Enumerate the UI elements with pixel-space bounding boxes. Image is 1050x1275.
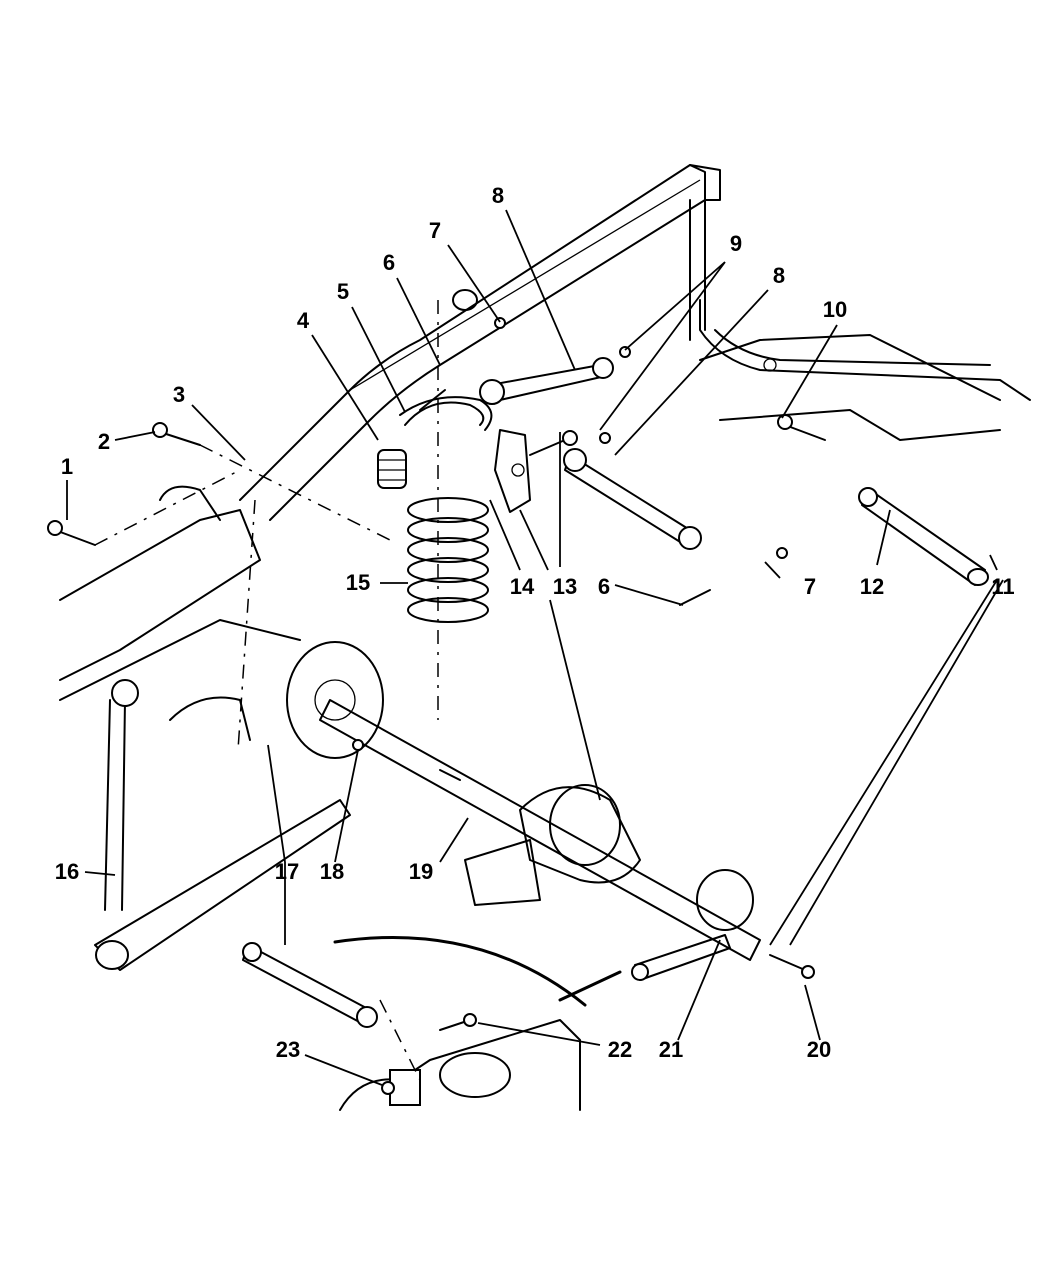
callout-23: 23 [275, 1037, 301, 1062]
spring-isolator [399, 396, 493, 431]
callout-3: 3 [172, 382, 186, 407]
callout-13: 13 [552, 574, 578, 599]
assembly-line-3 [237, 499, 256, 751]
assembly-line-2 [199, 444, 391, 541]
assembly-line-4 [379, 999, 421, 1081]
callout-21: 21 [658, 1037, 684, 1062]
callout-9: 9 [729, 231, 743, 256]
callout-22: 22 [607, 1037, 633, 1062]
bolts [47, 317, 826, 1031]
callout-6-lower: 6 [597, 574, 611, 599]
callout-17: 17 [274, 859, 300, 884]
callout-20: 20 [806, 1037, 832, 1062]
callout-1: 1 [60, 454, 74, 479]
reference-line [558, 970, 622, 1002]
callout-2: 2 [97, 429, 111, 454]
upper-control-arm-right [563, 448, 702, 550]
shock-absorber [858, 487, 989, 586]
reference-arc [333, 936, 587, 1007]
callout-6-upper: 6 [382, 250, 396, 275]
callout-5: 5 [336, 279, 350, 304]
left-frame [59, 485, 301, 741]
axle-housing [286, 641, 761, 961]
assembly-line-1 [94, 469, 241, 546]
upper-control-arm-left [479, 357, 614, 405]
track-bar [631, 934, 731, 981]
callout-11: 11 [991, 574, 1015, 599]
lower-axle-section [339, 1019, 581, 1111]
lower-control-arm-17 [242, 942, 378, 1028]
callout-8-upper: 8 [491, 183, 505, 208]
callout-4: 4 [296, 308, 310, 333]
callout-10: 10 [822, 297, 848, 322]
callout-15: 15 [345, 570, 371, 595]
callout-16: 16 [54, 859, 80, 884]
callout-14: 14 [509, 574, 535, 599]
leader-lines [66, 209, 1004, 1086]
callout-7-upper: 7 [428, 218, 442, 243]
cross-member [699, 299, 1031, 441]
callout-19: 19 [408, 859, 434, 884]
jounce-bumper [377, 449, 407, 489]
lower-control-arm-left [94, 679, 351, 971]
callout-18: 18 [319, 859, 345, 884]
coil-spring [407, 497, 489, 623]
callout-12: 12 [859, 574, 885, 599]
callout-7-lower: 7 [803, 574, 817, 599]
bracket-14 [494, 429, 531, 513]
callout-8-right: 8 [772, 263, 786, 288]
frame-rail [239, 164, 721, 521]
